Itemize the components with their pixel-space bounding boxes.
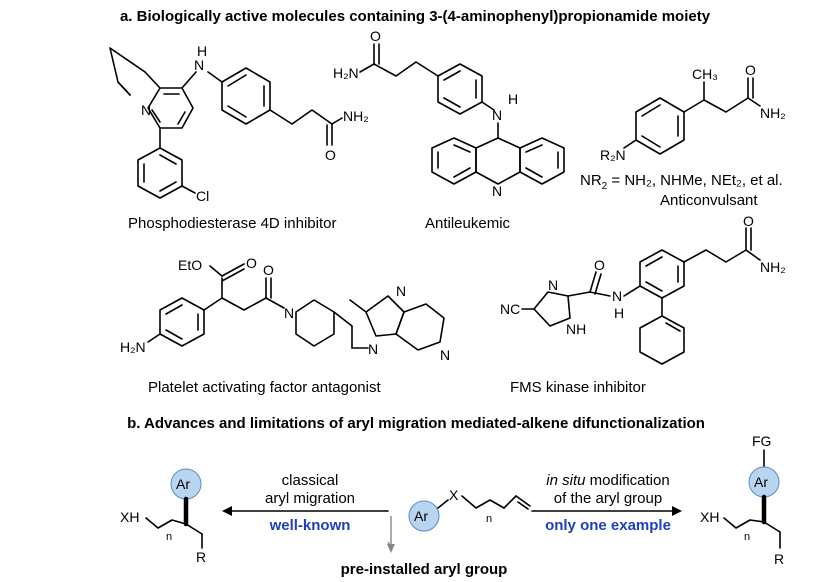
atom-h-antileukemic: H [508, 91, 518, 107]
atom-n-imidazole: N [548, 277, 558, 293]
ar-label-substrate: Ar [414, 508, 428, 524]
ar-label-left: Ar [176, 476, 190, 492]
molecule-paf-antagonist: EtO O H₂N O N N N N Platelet activating … [120, 255, 450, 396]
xh-label-left: XH [120, 509, 139, 525]
right-arrow-line2: of the aryl group [554, 490, 662, 507]
caption-pde4d: Phosphodiesterase 4D inhibitor [128, 215, 336, 232]
atom-nh2-amide-1: NH₂ [343, 108, 369, 124]
right-arrow-highlight: only one example [545, 517, 671, 534]
atom-n-acridine: N [492, 183, 502, 199]
n-label-right: n [744, 531, 750, 543]
left-product: Ar XH n R [120, 468, 206, 565]
atom-o-amide-5: O [594, 257, 605, 273]
atom-o-amide-6: O [743, 213, 754, 229]
ar-circle-substrate [408, 500, 440, 532]
atom-h-amine: H [197, 43, 207, 59]
atom-h2n-2: H₂N [333, 65, 359, 81]
caption-paf: Platelet activating factor antagonist [148, 379, 381, 396]
atom-n-imidazo: N [368, 341, 378, 357]
atom-nh2-amide-3: NH₂ [760, 105, 786, 121]
atom-nh2-amide-5: NH₂ [760, 259, 786, 275]
r-label-left: R [196, 549, 206, 565]
molecule-pde4d-inhibitor: N N H O NH₂ Cl Phosphodiesterase 4D inhi… [109, 43, 369, 232]
xh-label-right: XH [700, 509, 719, 525]
caption-antileukemic: Antileukemic [425, 215, 511, 232]
left-arrow-line2: aryl migration [265, 490, 355, 507]
x-label-substrate: X [449, 487, 459, 503]
atom-n-pyridine: N [141, 102, 151, 118]
section-a-title: a. Biologically active molecules contain… [120, 8, 711, 25]
atom-n-amine: N [194, 57, 204, 73]
atom-o-amide-2: O [370, 28, 381, 44]
atom-o-amide-4: O [263, 262, 274, 278]
atom-o-amide-3: O [745, 62, 756, 78]
n-label-left: n [166, 531, 172, 543]
atom-nc: NC [500, 301, 520, 317]
n-label-substrate: n [486, 513, 492, 525]
ar-label-right: Ar [754, 474, 768, 490]
atom-nh-imidazole: NH [566, 321, 586, 337]
right-product: FG Ar XH n R [700, 433, 784, 567]
left-arrow-line1: classical [282, 472, 339, 489]
atom-n-imidazo-2: N [396, 283, 406, 299]
atom-ch3: CH₃ [692, 66, 718, 82]
atom-r2n: R₂N [600, 147, 626, 163]
molecule-fms-inhibitor: NC N NH O N H O NH₂ FMS kinase inhibitor [500, 213, 786, 396]
left-arrow-group: classical aryl migration well-known [222, 472, 389, 534]
atom-n-antileukemic: N [492, 107, 502, 123]
atom-n-pyridine-4: N [440, 347, 450, 363]
caption-fms: FMS kinase inhibitor [510, 379, 646, 396]
atom-h-amide-5: H [614, 305, 624, 321]
caption-anticonvulsant: Anticonvulsant [660, 192, 758, 209]
molecule-antileukemic: H₂N O N H N Antileukemic [333, 28, 565, 232]
left-arrow-highlight: well-known [269, 517, 351, 534]
atom-cl: Cl [196, 188, 209, 204]
r-label-right: R [774, 551, 784, 567]
right-arrow-line1: in situ modification [546, 472, 669, 489]
atom-h2n-4: H₂N [120, 339, 146, 355]
right-arrow-group: in situ modification of the aryl group o… [531, 472, 682, 534]
atom-eto: EtO [178, 257, 202, 273]
bottom-note: pre-installed aryl group [341, 561, 508, 578]
atom-n-amide-5: N [612, 288, 622, 304]
molecule-anticonvulsant: R₂N CH₃ O NH₂ NR2 = NH₂, NHMe, NEt₂, et … [580, 62, 786, 209]
anticonvulsant-note: NR2 = NH₂, NHMe, NEt₂, et al. [580, 172, 783, 192]
atom-o-amide-1: O [325, 147, 336, 163]
atom-n-piperidine: N [284, 305, 294, 321]
atom-o-ester: O [246, 255, 257, 271]
section-b-title: b. Advances and limitations of aryl migr… [127, 415, 705, 432]
fg-label: FG [752, 433, 771, 449]
substrate: Ar X n pre-installed aryl group [341, 487, 531, 578]
